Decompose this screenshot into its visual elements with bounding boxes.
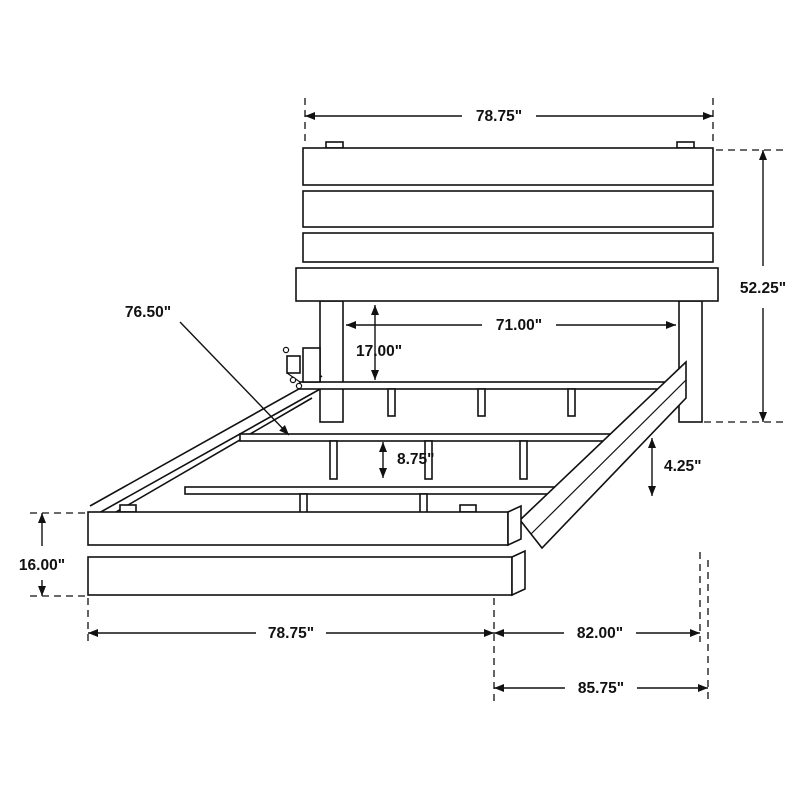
dim-label-footboard-width: 78.75"	[268, 625, 314, 642]
dim-height: 52.25"	[704, 149, 786, 423]
headboard-bottom-rail	[295, 267, 719, 302]
footboard-cleat-nub	[119, 504, 137, 513]
right-side-rail	[518, 360, 687, 550]
dim-label-frame-length: 82.00"	[577, 625, 623, 642]
left-side-rail	[89, 375, 323, 527]
dim-label-inner-width: 71.00"	[496, 317, 542, 334]
slat-cleat	[424, 440, 433, 480]
leader-line	[179, 321, 290, 436]
slat-cleat	[329, 440, 338, 480]
slat-cleat	[519, 440, 528, 480]
footboard-plank-1	[87, 511, 509, 546]
headboard-plank-3	[302, 232, 714, 263]
dim-overall-length: 85.75"	[494, 560, 709, 700]
dim-headboard-leg: 17.00"	[356, 305, 402, 380]
footboard-plank-1-end	[507, 504, 522, 547]
dim-label-headboard-leg: 17.00"	[356, 343, 402, 360]
headboard-leg-left	[319, 300, 344, 423]
dim-label-top-width: 78.75"	[476, 108, 522, 125]
dim-label-slat-support: 8.75"	[397, 451, 435, 468]
headboard	[295, 141, 719, 302]
bracket-plate	[302, 347, 321, 383]
dim-label-footboard-height: 16.00"	[19, 557, 65, 574]
right-rail-edge-line	[530, 379, 687, 535]
footboard-plank-2	[87, 556, 513, 596]
rail-bracket-hardware	[282, 346, 321, 390]
slat-2	[239, 433, 612, 480]
left-rail-line	[89, 387, 323, 519]
slat-1	[299, 381, 666, 417]
slat-board	[299, 381, 666, 390]
dim-label-height: 52.25"	[740, 280, 786, 297]
bracket-screw	[289, 376, 297, 384]
dim-inner-width: 71.00"	[346, 317, 676, 334]
dim-slat-length: 76.50"	[125, 304, 290, 436]
headboard-leg-right	[678, 300, 703, 423]
slat-cleat	[567, 388, 576, 417]
dim-frame-length: 82.00"	[494, 552, 701, 642]
footboard	[87, 504, 526, 597]
bracket-hook	[286, 355, 301, 374]
dim-footboard-width: 78.75"	[87, 598, 495, 704]
dim-slat-support: 8.75"	[379, 442, 435, 478]
left-rail-line	[89, 375, 323, 507]
dim-side-rail: 4.25"	[648, 438, 702, 496]
footboard-plank-2-end	[511, 549, 526, 597]
headboard-leg-top-right	[676, 141, 695, 149]
dim-label-overall-length: 85.75"	[578, 680, 624, 697]
slat-board	[184, 486, 555, 495]
headboard-plank-1	[302, 147, 714, 186]
headboard-leg-top-left	[325, 141, 344, 149]
slat-cleat	[477, 388, 486, 417]
headboard-plank-2	[302, 190, 714, 228]
dim-top-width: 78.75"	[304, 98, 714, 146]
footboard-cleat-nub	[459, 504, 477, 513]
right-rail-face	[518, 360, 687, 550]
bracket-screw	[282, 346, 290, 354]
dim-label-slat-length: 76.50"	[125, 304, 171, 321]
bracket-screw	[295, 382, 303, 390]
slat-cleat	[387, 388, 396, 417]
dim-footboard-height: 16.00"	[19, 512, 86, 597]
slat-board	[239, 433, 612, 442]
dim-label-side-rail: 4.25"	[664, 458, 702, 475]
